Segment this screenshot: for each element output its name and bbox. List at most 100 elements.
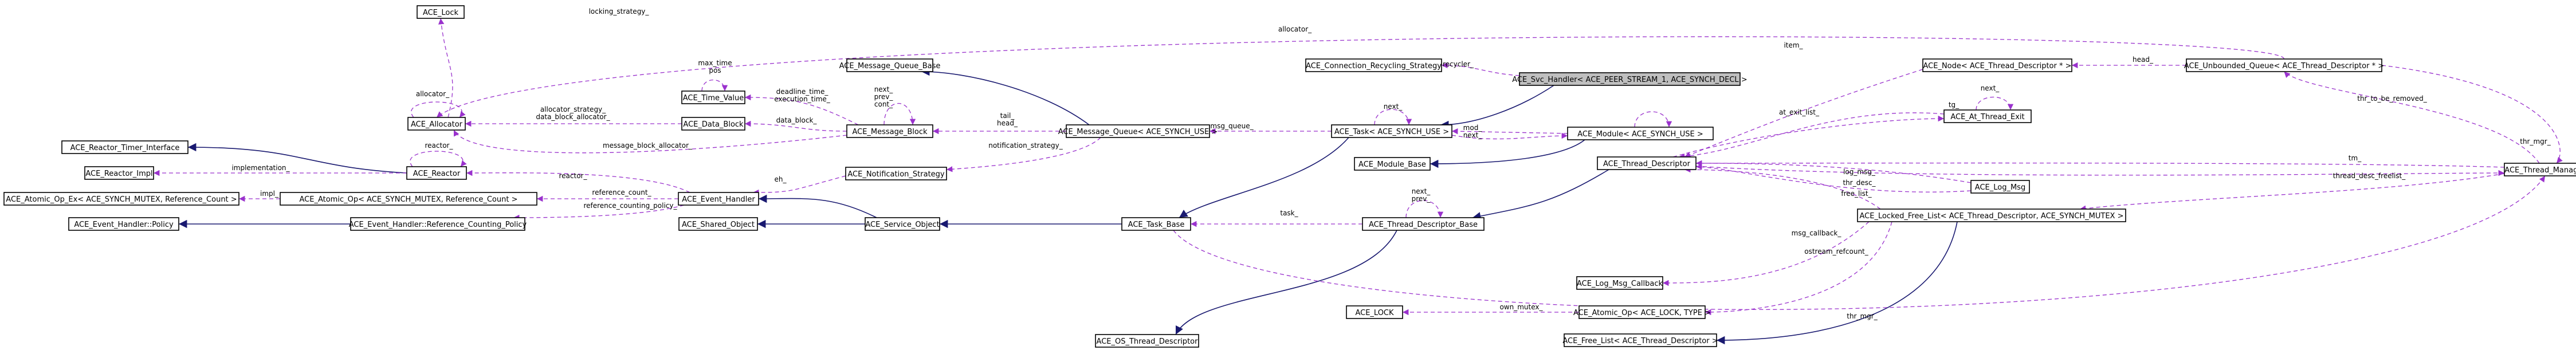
class-node-atomic-op-lock[interactable]: ACE_Atomic_Op< ACE_LOCK, TYPE > [1573, 305, 1711, 319]
class-node-log-msg-callback[interactable]: ACE_Log_Msg_Callback [1576, 276, 1663, 290]
class-node-message-block[interactable]: ACE_Message_Block [846, 124, 933, 138]
usage-edge-thread_manager-to-thread_descriptor [1695, 160, 2505, 168]
class-node-task[interactable]: ACE_Task< ACE_SYNCH_USE > [1331, 124, 1452, 138]
usage-edge-message_block-to-data_block [744, 120, 847, 132]
class-node-unbounded-queue[interactable]: ACE_Unbounded_Queue< ACE_Thread_Descript… [2184, 58, 2384, 72]
inheritance-edge-thread_descriptor-to-thread_desc_base [1472, 169, 1609, 221]
class-label: ACE_Module_Base [1358, 160, 1426, 169]
class-node-service-object[interactable]: ACE_Service_Object [865, 217, 940, 231]
class-node-task-base[interactable]: ACE_Task_Base [1121, 217, 1191, 231]
class-box [1943, 109, 2032, 123]
class-node-log-msg[interactable]: ACE_Log_Msg [1970, 180, 2030, 194]
edge-line [1440, 85, 1554, 129]
class-node-module[interactable]: ACE_Module< ACE_SYNCH_USE > [1567, 127, 1714, 140]
edge-line [1451, 128, 1568, 135]
class-node-atomic-op-ex[interactable]: ACE_Atomic_Op_Ex< ACE_SYNCH_MUTEX, Refer… [3, 192, 239, 206]
edge-line [744, 120, 847, 132]
class-box [350, 217, 525, 231]
usage-edge-notification-to-event_handler [752, 175, 846, 196]
inheritance-edge-thread_desc_base-to-os_thread_desc [1175, 230, 1397, 335]
class-node-ace-lock[interactable]: ACE_LOCK [1346, 305, 1403, 319]
class-node-eh-refpolicy[interactable]: ACE_Event_Handler::Reference_Counting_Po… [349, 217, 527, 231]
class-label: ACE_Node< ACE_Thread_Descriptor * > [1923, 62, 2071, 70]
edge-line [1405, 200, 1444, 218]
edge-label-reactor-self: reactor_ [425, 141, 454, 150]
class-label: ACE_Log_Msg_Callback [1577, 280, 1663, 288]
class-label: ACE_Atomic_Op< ACE_SYNCH_MUTEX, Referenc… [300, 195, 518, 204]
class-node-free-list[interactable]: ACE_Free_List< ACE_Thread_Descriptor > [1562, 333, 1718, 347]
edge-line [1430, 139, 1585, 168]
class-box [1567, 127, 1714, 140]
usage-edge-task-to-module [1451, 132, 1568, 140]
class-node-data-block[interactable]: ACE_Data_Block [681, 117, 745, 131]
class-node-locked-free-list[interactable]: ACE_Locked_Free_List< ACE_Thread_Descrip… [1857, 209, 2126, 222]
usage-edge-thread_descriptor-to-at_thread_exit [1672, 115, 1945, 158]
usage-edge-message_block-to-time_value [744, 94, 859, 125]
class-node-eh-policy[interactable]: ACE_Event_Handler::Policy [68, 217, 179, 231]
edge-line [1634, 111, 1672, 128]
class-label: ACE_Unbounded_Queue< ACE_Thread_Descript… [2184, 62, 2384, 70]
inheritance-edge-task-to-task_base [1179, 137, 1349, 218]
edge-line [1662, 221, 1870, 286]
class-node-conn-recycling[interactable]: ACE_Connection_Recycling_Strategy [1305, 58, 1442, 72]
class-node-allocator[interactable]: ACE_Allocator [407, 117, 466, 131]
edge-line [1672, 115, 1945, 158]
class-node-shared-object[interactable]: ACE_Shared_Object [678, 217, 758, 231]
class-label: ACE_Module< ACE_SYNCH_USE > [1577, 130, 1703, 139]
edge-label-tg: tg_ [1949, 101, 1960, 109]
class-node-msg-queue-base[interactable]: ACE_Message_Queue_Base [839, 58, 941, 72]
edge-line [744, 94, 859, 125]
usage-edge-reactor-to-reactor [410, 151, 467, 167]
usage-edge-node_td-to-thread_descriptor [1684, 69, 1923, 158]
edge-label-thr-mgr-bottom: thr_mgr_ [1847, 312, 1878, 320]
class-node-os-thread-desc[interactable]: ACE_OS_Thread_Descriptor [1095, 334, 1199, 348]
usage-edge-locked_free_list-to-thread_descriptor [1684, 166, 1881, 210]
class-node-at-thread-exit[interactable]: ACE_At_Thread_Exit [1943, 109, 2032, 123]
class-box [1121, 217, 1191, 231]
class-box [1354, 157, 1431, 171]
edge-line [752, 175, 846, 196]
class-node-time-value[interactable]: ACE_Time_Value [681, 91, 745, 104]
class-label: ACE_Thread_Manager [2504, 166, 2576, 175]
class-box [68, 217, 179, 231]
class-label: ACE_Notification_Strategy [847, 170, 945, 179]
edge-label-head: head_ [2133, 56, 2154, 64]
edge-label-eh: eh_ [775, 175, 787, 183]
class-box [846, 124, 933, 138]
edge-label-implementation: implementation_ [231, 164, 290, 172]
class-node-node-td[interactable]: ACE_Node< ACE_Thread_Descriptor * > [1922, 58, 2072, 72]
usage-edge-module-to-module [1634, 111, 1672, 128]
class-box [1922, 58, 2072, 72]
class-label: ACE_Event_Handler [682, 195, 755, 204]
class-label: ACE_Atomic_Op_Ex< ACE_SYNCH_MUTEX, Refer… [6, 195, 237, 204]
class-node-module-base[interactable]: ACE_Module_Base [1354, 157, 1431, 171]
class-node-svc-handler[interactable]: ACE_Svc_Handler< ACE_PEER_STREAM_1, ACE_… [1512, 72, 1748, 86]
edge-label-task: task_ [1280, 209, 1298, 217]
class-node-reactor[interactable]: ACE_Reactor [406, 166, 467, 180]
class-box [1095, 334, 1199, 348]
class-box [1305, 58, 1442, 72]
edge-line [1695, 160, 1972, 183]
class-box [846, 58, 933, 72]
class-node-thread-desc-base[interactable]: ACE_Thread_Descriptor_Base [1362, 217, 1485, 231]
class-node-reactor-timer[interactable]: ACE_Reactor_Timer_Interface [61, 140, 189, 154]
class-node-lock[interactable]: ACE_Lock [417, 5, 465, 19]
class-label: ACE_Log_Msg [1975, 183, 2025, 192]
edge-line [411, 101, 466, 118]
class-node-notification[interactable]: ACE_Notification_Strategy [845, 167, 947, 180]
edge-line [1175, 230, 1397, 335]
class-node-message-queue[interactable]: ACE_Message_Queue< ACE_SYNCH_USE > [1058, 124, 1218, 138]
class-box [407, 117, 466, 131]
class-node-thread-descriptor[interactable]: ACE_Thread_Descriptor [1597, 156, 1697, 170]
edge-line [466, 170, 690, 193]
class-node-event-handler[interactable]: ACE_Event_Handler [678, 192, 759, 206]
usage-edge-locked_free_list-to-log_msg_callback [1662, 221, 1870, 286]
class-node-thread-manager[interactable]: ACE_Thread_Manager [2504, 163, 2576, 176]
class-node-reactor-impl[interactable]: ACE_Reactor_Impl [84, 166, 154, 180]
class-label: ACE_Atomic_Op< ACE_LOCK, TYPE > [1573, 309, 1711, 317]
edge-label-reference-count: reference_count_ [592, 188, 651, 196]
class-box [1597, 156, 1697, 170]
class-node-atomic-op[interactable]: ACE_Atomic_Op< ACE_SYNCH_MUTEX, Referenc… [280, 192, 537, 206]
class-box [84, 166, 154, 180]
edge-line [1179, 137, 1349, 218]
